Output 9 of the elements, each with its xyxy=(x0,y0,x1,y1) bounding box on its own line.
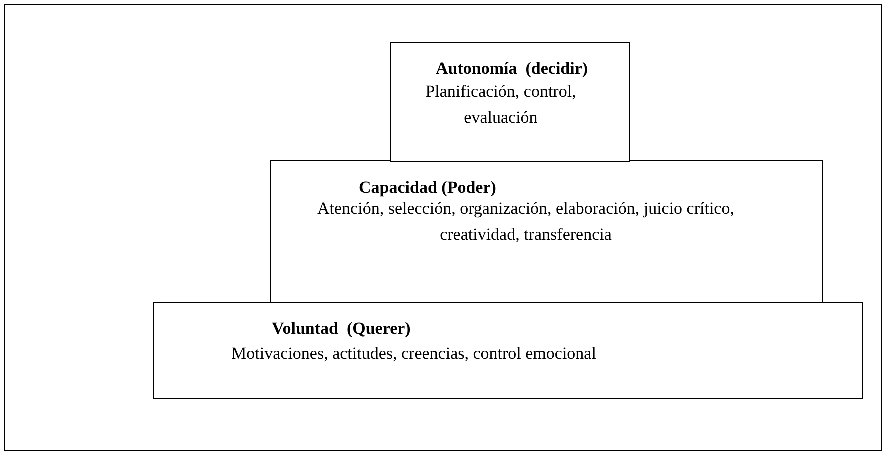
tier-heading: Voluntad (Querer) xyxy=(272,319,411,339)
middle-tier-box xyxy=(270,160,823,303)
tier-description: Planificación, control, evaluación xyxy=(424,81,578,129)
tier-heading: Autonomía (decidir) xyxy=(436,59,588,79)
tier-heading: Capacidad (Poder) xyxy=(359,178,496,198)
tier-description: Motivaciones, actitudes, creencias, control emocional xyxy=(230,343,598,365)
tier-description: Atención, selección, organización, elaboración, juicio crítico, creatividad, transferencia xyxy=(316,198,736,246)
top-tier-box xyxy=(390,42,630,162)
base-tier-box xyxy=(153,302,863,399)
